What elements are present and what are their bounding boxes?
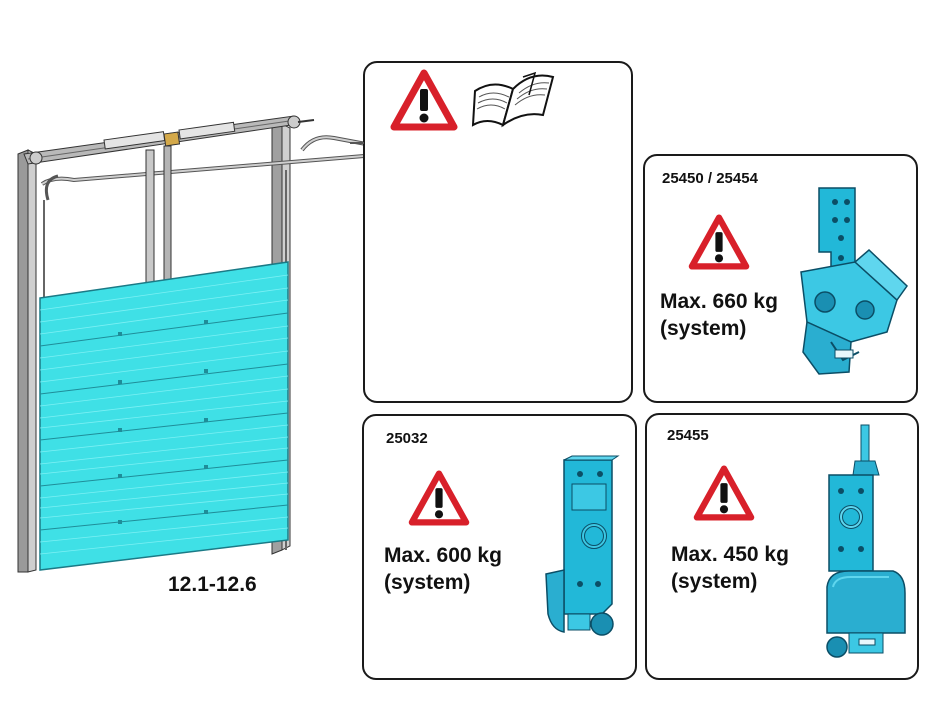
max-weight: Max. 600 kg: [384, 544, 502, 567]
part-code: 25450 / 25454: [662, 170, 758, 187]
load-spec: Max. 600 kg (system): [384, 542, 502, 596]
bracket-25455-illustration: [819, 421, 909, 671]
bracket-panel-25032: 25032 Max. 600 kg (system): [362, 414, 637, 680]
sectional-door-illustration: [14, 110, 370, 580]
max-weight: Max. 450 kg: [671, 543, 789, 566]
warning-triangle-icon: [408, 470, 470, 526]
bracket-25450-illustration: [791, 182, 911, 377]
system-note: (system): [671, 570, 758, 593]
part-code: 25032: [386, 430, 428, 447]
section-range-label: 12.1-12.6: [168, 573, 257, 596]
warning-triangle-icon: [693, 465, 755, 521]
warning-triangle-icon: [390, 69, 458, 131]
load-spec: Max. 450 kg (system): [671, 541, 789, 595]
system-note: (system): [384, 571, 471, 594]
max-weight: Max. 660 kg: [660, 290, 778, 313]
bracket-panel-25455: 25455 Max. 450 kg (system): [645, 413, 919, 680]
notice-panel: [363, 61, 633, 403]
part-code: 25455: [667, 427, 709, 444]
load-spec: Max. 660 kg (system): [660, 288, 778, 342]
connector-line: [350, 140, 370, 146]
open-book-icon: [469, 67, 559, 131]
bracket-panel-25450: 25450 / 25454 Max. 660 kg (system): [643, 154, 918, 403]
bracket-25032-illustration: [542, 454, 632, 644]
system-note: (system): [660, 317, 747, 340]
warning-triangle-icon: [688, 214, 750, 270]
